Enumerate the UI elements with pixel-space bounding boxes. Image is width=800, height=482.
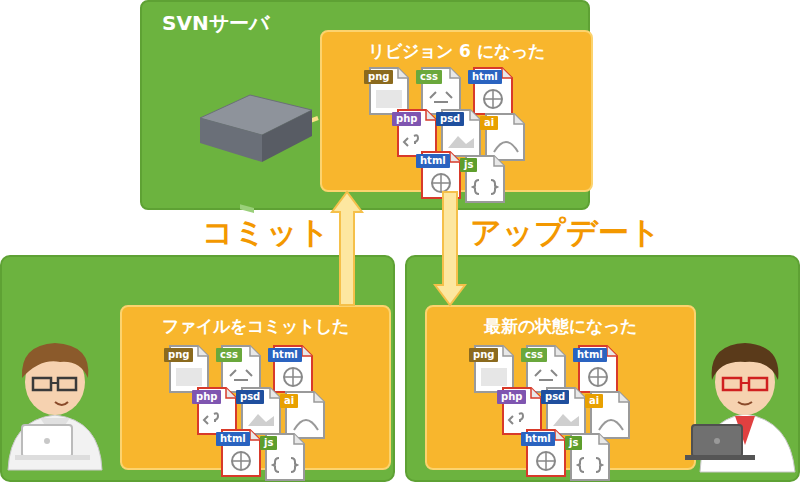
file-icon: html: [272, 344, 314, 394]
file-type-tag: js: [260, 436, 277, 450]
file-type-tag: html: [268, 348, 302, 362]
file-icon: html: [420, 150, 462, 200]
file-type-tag: html: [468, 70, 502, 84]
file-icon: php: [501, 386, 543, 436]
file-icon: html: [472, 66, 514, 116]
server-panel: SVNサーバリビジョン 6 になった: [140, 0, 590, 210]
file-icon: ai: [284, 390, 326, 440]
box-title: 最新の状態になった: [427, 315, 694, 338]
file-type-tag: psd: [541, 390, 569, 404]
file-icon: ai: [589, 390, 631, 440]
file-icon: js: [464, 154, 506, 204]
box-title: リビジョン 6 になった: [322, 40, 591, 63]
file-icon: js: [264, 432, 306, 482]
file-icon: psd: [545, 386, 587, 436]
person-right: [685, 343, 795, 472]
file-icon: psd: [440, 108, 482, 158]
file-icon: ai: [484, 112, 526, 162]
file-icon: png: [168, 344, 210, 394]
file-icon: php: [196, 386, 238, 436]
file-icon: js: [569, 432, 611, 482]
file-type-tag: css: [521, 348, 547, 362]
person-left: [8, 343, 102, 470]
file-icon: html: [220, 428, 262, 478]
file-type-tag: php: [497, 390, 526, 404]
file-type-tag: php: [392, 112, 421, 126]
file-type-tag: png: [469, 348, 498, 362]
arrow-label: コミット: [202, 212, 330, 254]
file-type-tag: ai: [280, 394, 298, 408]
file-type-tag: html: [521, 432, 555, 446]
file-icon: html: [525, 428, 567, 478]
file-icon: png: [473, 344, 515, 394]
file-type-tag: html: [573, 348, 607, 362]
file-icon: css: [525, 344, 567, 394]
file-type-tag: png: [164, 348, 193, 362]
file-type-tag: ai: [585, 394, 603, 408]
file-icon: html: [577, 344, 619, 394]
file-type-tag: css: [416, 70, 442, 84]
arrow-label: アップデート: [470, 212, 661, 254]
file-type-tag: psd: [236, 390, 264, 404]
file-icon: php: [396, 108, 438, 158]
file-type-tag: png: [364, 70, 393, 84]
file-type-tag: html: [416, 154, 450, 168]
box-title: ファイルをコミットした: [122, 315, 389, 338]
file-icon: psd: [240, 386, 282, 436]
file-icon: png: [368, 66, 410, 116]
file-type-tag: js: [565, 436, 582, 450]
file-type-tag: psd: [436, 112, 464, 126]
file-type-tag: css: [216, 348, 242, 362]
file-icon: css: [420, 66, 462, 116]
file-type-tag: ai: [480, 116, 498, 130]
file-type-tag: js: [460, 158, 477, 172]
file-type-tag: html: [216, 432, 250, 446]
file-type-tag: php: [192, 390, 221, 404]
file-icon: css: [220, 344, 262, 394]
